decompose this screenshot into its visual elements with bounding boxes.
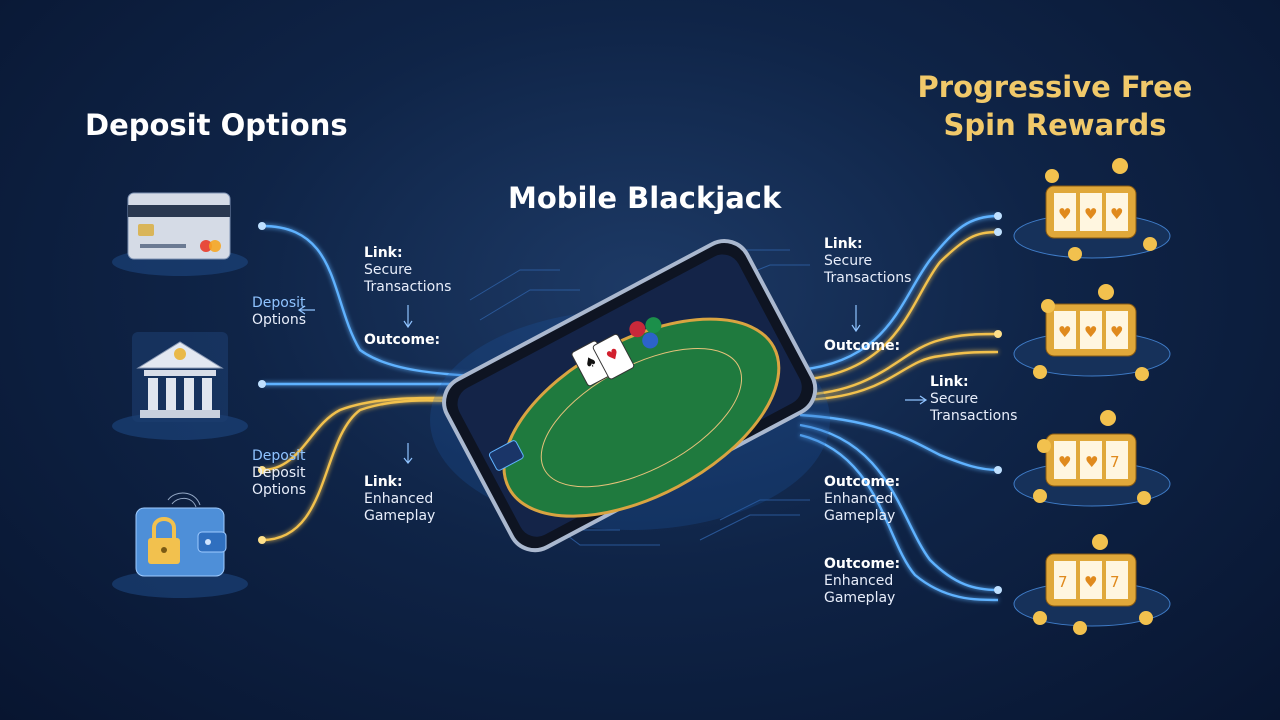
line-card-to-phone — [261, 224, 521, 380]
line-phone-to-slot1-b — [799, 230, 999, 382]
svg-text:7: 7 — [1110, 573, 1120, 591]
label-line: Options — [252, 482, 307, 498]
label-key: Link: — [364, 474, 403, 490]
label-key: Link: — [930, 374, 969, 390]
svg-text:♥: ♥ — [1084, 323, 1097, 341]
line-phone-to-slot4-a — [799, 423, 999, 592]
svg-text:♥: ♥ — [1110, 205, 1123, 223]
line-phone-to-slot2-b — [799, 350, 999, 402]
left-label-deposit-options-1: Deposit Options — [252, 295, 306, 329]
label-line: Deposit — [252, 465, 306, 481]
svg-text:♥: ♥ — [1084, 573, 1097, 591]
label-line: Secure — [364, 262, 413, 278]
right-label-outcome-1: Outcome: — [824, 338, 900, 355]
label-key: Link: — [824, 236, 863, 252]
left-label-deposit-options-2: Deposit Deposit Options — [252, 448, 306, 499]
label-line: Transactions — [824, 270, 912, 286]
slot-machine-icon: ♥ ♥ 7 — [1013, 410, 1171, 507]
slot-machine-icon: ♥ ♥ ♥ — [1013, 284, 1171, 381]
line-phone-to-slot2 — [799, 332, 999, 397]
label-key: Outcome: — [824, 556, 901, 572]
label-line: Secure — [930, 391, 979, 407]
right-label-link-secure-2: Link: Secure Transactions — [930, 374, 1017, 425]
line-phone-to-slot4-b — [799, 433, 999, 602]
label-line: Options — [252, 312, 307, 328]
slot-machine-icon: 7 ♥ 7 — [1013, 534, 1171, 635]
label-line: Enhanced — [364, 491, 434, 507]
label-line: Gameplay — [824, 508, 896, 524]
right-label-outcome-enhanced-1: Outcome: Enhanced Gameplay — [824, 474, 900, 525]
rewards-title: Progressive Free Spin Rewards — [905, 68, 1205, 144]
mobile-blackjack-title: Mobile Blackjack — [508, 181, 782, 215]
rewards-title-line1: Progressive Free — [917, 70, 1193, 104]
center-label-outcome: Outcome: — [364, 332, 440, 349]
deposit-options-title: Deposit Options — [85, 108, 348, 142]
label-line: Secure — [824, 253, 873, 269]
label-line: Deposit — [252, 295, 306, 311]
svg-text:♥: ♥ — [1085, 453, 1098, 471]
label-line: Gameplay — [364, 508, 436, 524]
line-endpoints — [258, 212, 1002, 594]
svg-text:7: 7 — [1058, 573, 1068, 591]
label-key: Outcome: — [364, 332, 441, 348]
line-phone-to-slot3 — [799, 413, 999, 472]
svg-text:♥: ♥ — [1110, 323, 1123, 341]
line-phone-to-slot1-a — [799, 214, 999, 372]
center-label-link-enhanced: Link: Enhanced Gameplay — [364, 474, 435, 525]
svg-text:♥: ♥ — [1084, 205, 1097, 223]
arrow-markers — [297, 305, 928, 464]
svg-text:7: 7 — [1110, 453, 1120, 471]
right-label-outcome-enhanced-2: Outcome: Enhanced Gameplay — [824, 556, 900, 607]
label-key: Outcome: — [824, 474, 901, 490]
svg-text:♥: ♥ — [1058, 205, 1071, 223]
center-label-link-secure: Link: Secure Transactions — [364, 245, 451, 296]
label-line: Deposit — [252, 448, 306, 464]
right-label-link-secure-1: Link: Secure Transactions — [824, 236, 911, 287]
label-line: Transactions — [364, 279, 452, 295]
label-line: Gameplay — [824, 590, 896, 606]
label-key: Link: — [364, 245, 403, 261]
svg-text:♥: ♥ — [1058, 453, 1071, 471]
svg-text:♥: ♥ — [1058, 323, 1071, 341]
slot-machine-icon: ♥ ♥ ♥ — [1013, 158, 1171, 261]
label-line: Enhanced — [824, 491, 894, 507]
rewards-title-line2: Spin Rewards — [943, 108, 1167, 142]
label-line: Transactions — [930, 408, 1018, 424]
label-key: Outcome: — [824, 338, 901, 354]
label-line: Enhanced — [824, 573, 894, 589]
